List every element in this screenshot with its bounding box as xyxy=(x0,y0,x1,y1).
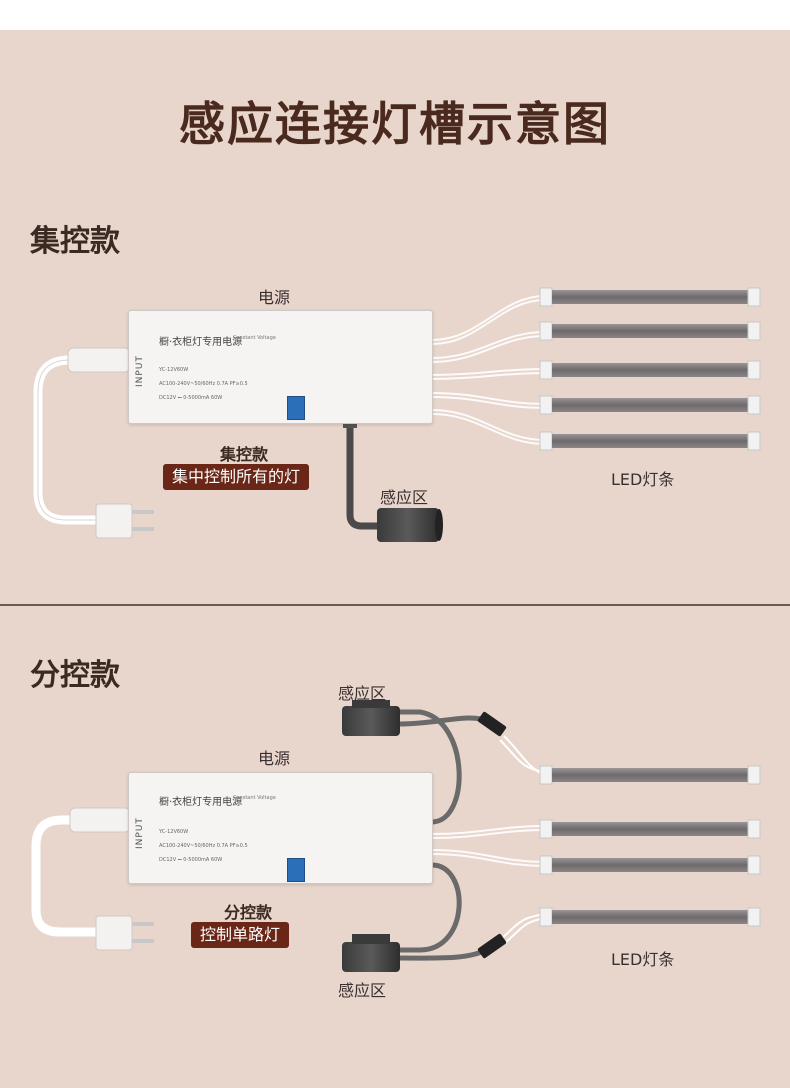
dip-switch xyxy=(287,396,305,420)
mode-label-separate: 分控款 xyxy=(223,903,272,922)
section-heading-separate: 分控款 xyxy=(30,658,120,693)
led-strip-1 xyxy=(539,287,761,307)
psu-sub-2: Constant Voltage xyxy=(233,795,276,801)
led-strip-label-2: LED灯条 xyxy=(611,950,675,969)
power-cord-2 xyxy=(31,807,154,951)
output-wires xyxy=(431,295,546,445)
psu-output-spec: DC12V ⎓ 0-5000mA 60W xyxy=(159,395,223,401)
output-wires-2 xyxy=(431,825,546,867)
led-strip-4 xyxy=(539,395,761,415)
psu-name-2: 橱·衣柜灯专用电源 xyxy=(159,797,243,808)
led-strips-2 xyxy=(539,765,761,927)
dip-switch-2 xyxy=(287,858,305,882)
psu-input-text: INPUT xyxy=(135,355,145,387)
power-supply-unit: INPUT 橱·衣柜灯专用电源 Constant Voltage YC-12V6… xyxy=(128,310,433,424)
led-strip-5 xyxy=(539,431,761,451)
psu-input-spec: AC100-240V~50/60Hz 0.7A PF≥0.5 xyxy=(159,381,248,387)
page-title: 感应连接灯槽示意图 xyxy=(179,97,611,151)
mode-badge-separate: 控制单路灯 xyxy=(191,922,290,948)
section-divider xyxy=(0,604,790,606)
led-strip-3 xyxy=(539,360,761,380)
power-supply-label-2: 电源 xyxy=(258,749,291,768)
psu-output-spec-2: DC12V ⎓ 0-5000mA 60W xyxy=(159,857,223,863)
psu-model: YC-12V60W xyxy=(159,367,189,373)
connector-bottom xyxy=(477,933,507,959)
top-strip xyxy=(0,0,790,30)
led-strip-2-4 xyxy=(539,907,761,927)
psu-input-text-2: INPUT xyxy=(135,817,145,849)
psu-sub: Constant Voltage xyxy=(233,335,276,341)
sensor-module-top xyxy=(342,700,400,736)
sensor-label: 感应区 xyxy=(380,488,429,507)
power-cord xyxy=(33,347,154,539)
led-strip-2 xyxy=(539,321,761,341)
psu-name: 橱·衣柜灯专用电源 xyxy=(159,337,243,348)
power-supply-unit-2: INPUT 橱·衣柜灯专用电源 Constant Voltage YC-12V6… xyxy=(128,772,433,884)
section-heading-central: 集控款 xyxy=(30,224,120,259)
psu-input-spec-2: AC100-240V~50/60Hz 0.7A PF≥0.5 xyxy=(159,843,248,849)
sensor-wires-top-to-strip xyxy=(499,735,546,777)
led-strip-2-1 xyxy=(539,765,761,785)
sensor-wires-bottom-to-strip xyxy=(499,913,546,945)
led-strip-2-3 xyxy=(539,855,761,875)
sensor-label-top: 感应区 xyxy=(338,684,387,703)
psu-model-2: YC-12V60W xyxy=(159,829,189,835)
led-strips xyxy=(539,287,761,451)
sensor-label-bottom: 感应区 xyxy=(338,981,387,1000)
led-strip-2-2 xyxy=(539,819,761,839)
sensor-module-bottom xyxy=(342,934,400,972)
mode-badge-central: 集中控制所有的灯 xyxy=(163,464,310,490)
power-supply-label: 电源 xyxy=(258,288,291,307)
sensor-module xyxy=(377,508,443,542)
connector-top xyxy=(477,711,507,737)
led-strip-label: LED灯条 xyxy=(611,470,675,489)
mode-label-central: 集控款 xyxy=(219,445,268,464)
